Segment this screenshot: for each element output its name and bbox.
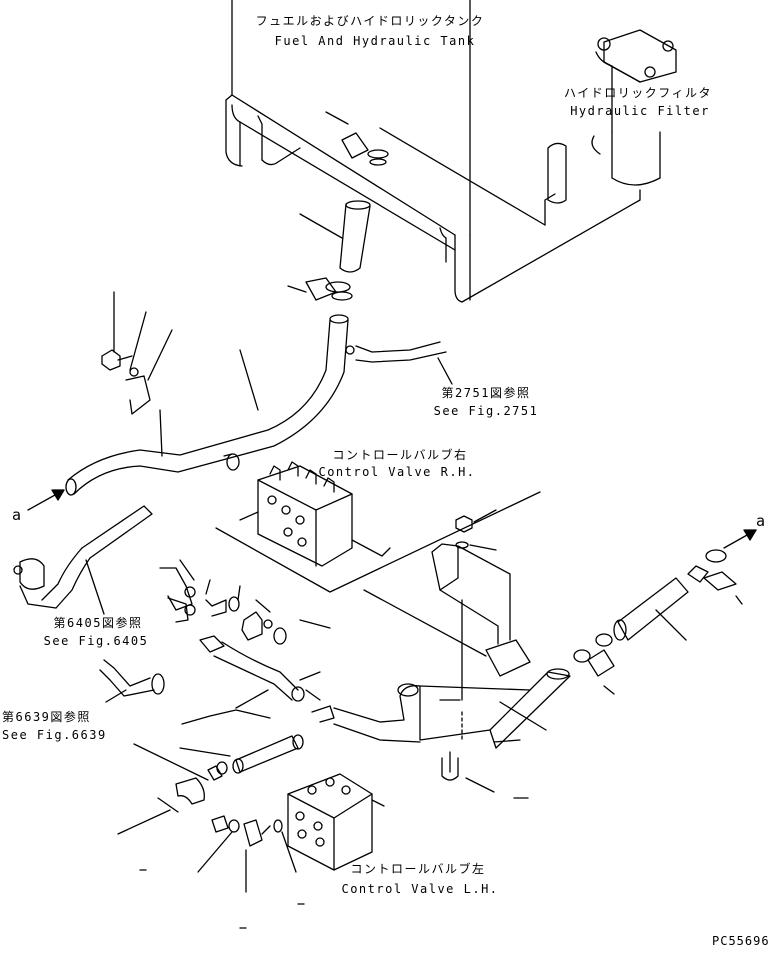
pipe-bracket xyxy=(101,291,173,457)
suction-pipe xyxy=(65,314,349,496)
arrow-a-left xyxy=(27,489,65,511)
tank-label-en: Fuel And Hydraulic Tank xyxy=(274,34,476,48)
arrow-a-right-label: a xyxy=(756,512,767,530)
lower-left-hoses xyxy=(117,689,304,835)
fig2751-label-en: See Fig.2751 xyxy=(433,404,539,418)
small-hose-fig2751 xyxy=(345,341,453,385)
control-valve-lh xyxy=(287,773,385,871)
filter-label-jp: ハイドロリックフィルタ xyxy=(563,86,713,100)
fittings-cluster xyxy=(159,559,331,645)
fuel-hydraulic-tank xyxy=(225,0,641,303)
tank-label-jp: フュエルおよびハイドロリックタンク xyxy=(255,14,485,28)
control-valve-lh-label-jp: コントロールバルブ左 xyxy=(350,862,486,876)
bottom-fittings xyxy=(197,815,297,893)
braided-hose xyxy=(199,635,335,723)
fig6639-label-en: See Fig.6639 xyxy=(2,728,107,742)
fig6405-label-en: See Fig.6405 xyxy=(43,634,149,648)
suction-hose-assembly xyxy=(287,200,371,301)
leader-marks xyxy=(139,869,305,929)
arrow-a-left-label: a xyxy=(12,506,23,524)
hydraulic-filter xyxy=(591,29,677,186)
drawing-id: PC55696 xyxy=(712,934,770,948)
nut-and-washer xyxy=(455,509,497,551)
control-valve-lh-label-en: Control Valve L.H. xyxy=(341,882,499,896)
right-hoses-clamps xyxy=(573,549,743,695)
fig6405-label-jp: 第6405図参照 xyxy=(53,616,143,630)
return-pipe-fig6405 xyxy=(13,505,153,615)
elbow-fitting-fig6639 xyxy=(99,659,165,703)
filter-label-en: Hydraulic Filter xyxy=(570,104,710,118)
fig2751-label-jp: 第2751図参照 xyxy=(441,386,531,400)
valve-stand xyxy=(363,543,531,741)
control-valve-rh-label-jp: コントロールバルブ右 xyxy=(332,448,468,462)
u-fitting xyxy=(441,751,529,799)
control-valve-rh xyxy=(215,461,541,593)
control-valve-rh-label-en: Control Valve R.H. xyxy=(318,465,476,479)
arrow-a-right xyxy=(723,529,757,549)
lower-crossover-pipe xyxy=(333,668,571,749)
fig6639-label-jp: 第6639図参照 xyxy=(2,710,91,724)
